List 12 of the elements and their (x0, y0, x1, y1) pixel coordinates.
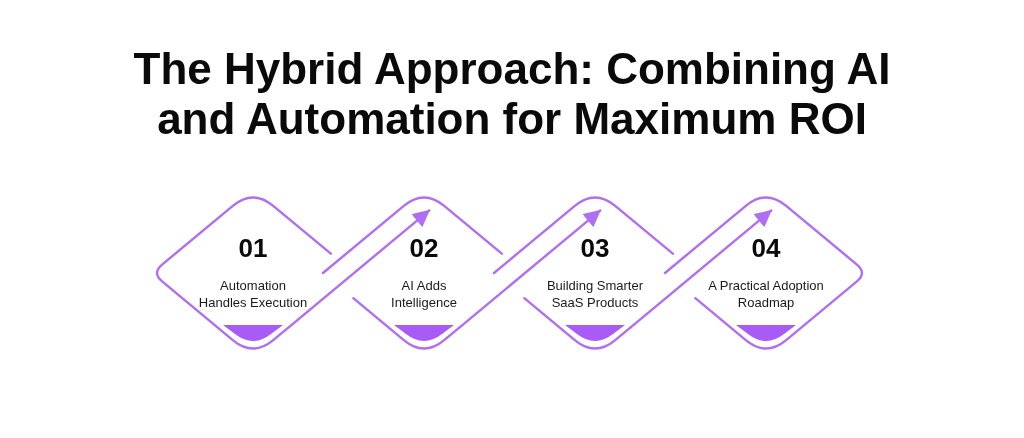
step-number: 04 (751, 235, 781, 261)
title: The Hybrid Approach: Combining AI and Automation for Maximum ROI (132, 44, 892, 144)
step-label: A Practical Adoption Roadmap (707, 277, 825, 311)
arrow (458, 208, 602, 329)
step-number: 02 (409, 235, 439, 261)
step-label: AI Adds Intelligence (390, 277, 458, 311)
arrow (629, 208, 773, 329)
step-number: 01 (238, 235, 268, 261)
step-label: Building Smarter SaaS Products (545, 277, 645, 311)
arrow (287, 208, 431, 329)
step-label: Automation Handles Execution (197, 277, 309, 311)
step-number: 03 (580, 235, 610, 261)
